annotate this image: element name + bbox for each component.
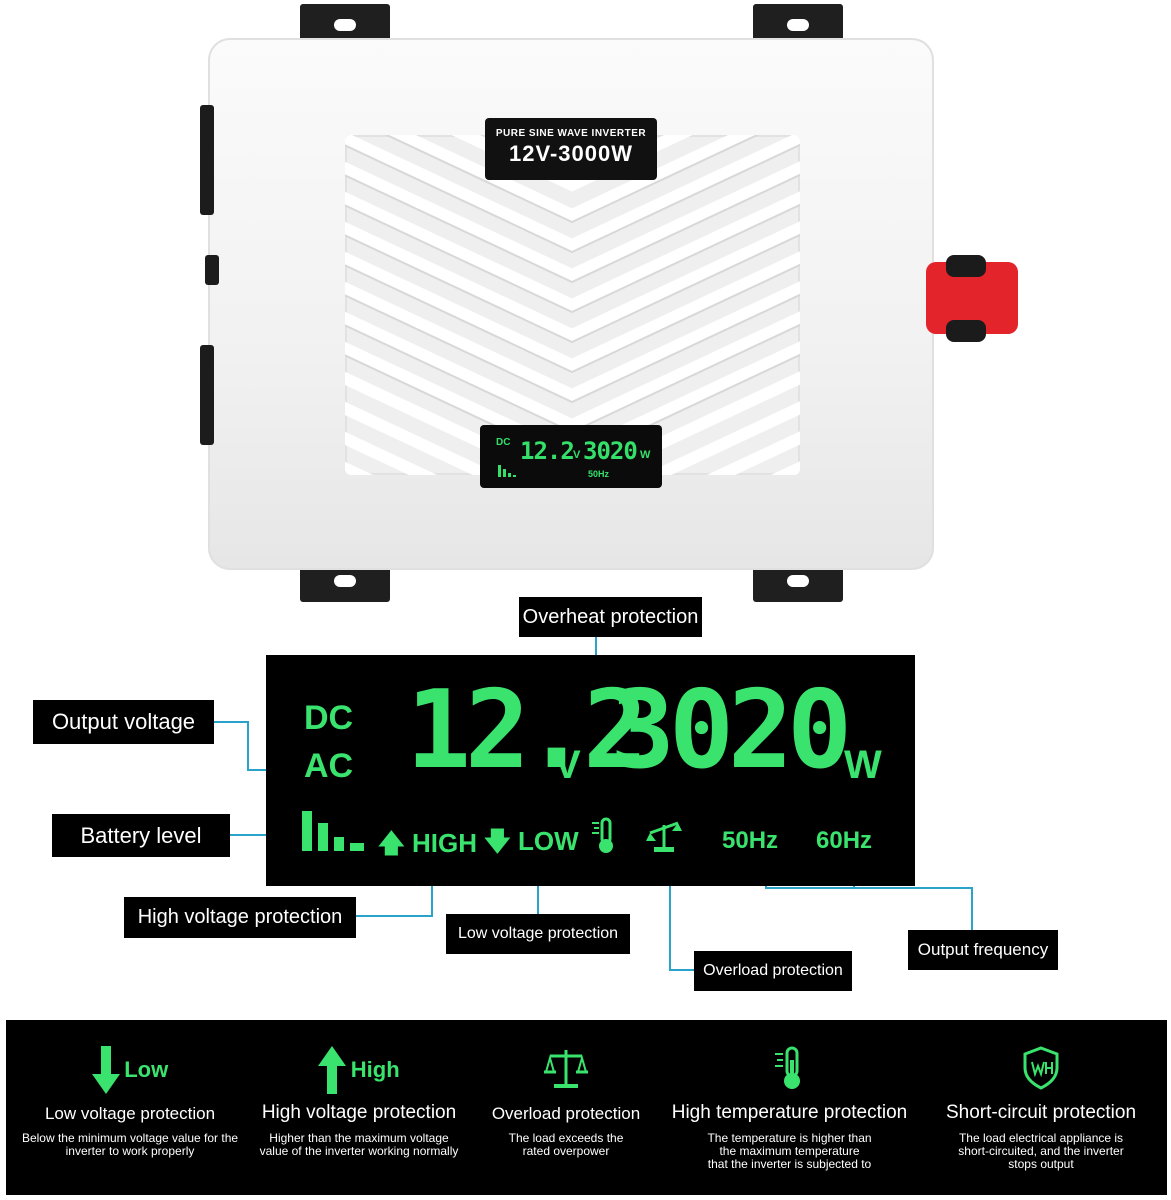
chevron-grille-pattern (345, 135, 800, 475)
lcd-voltage-value: 12.2 (406, 668, 648, 793)
lcd-ac-label: AC (304, 747, 354, 785)
lcd-dc-label: DC (304, 699, 354, 737)
legend-item-high-voltage: High High voltage protection Higher than… (249, 1020, 469, 1195)
lcd-power-unit: W (844, 743, 882, 787)
thermometer-icon (774, 1046, 800, 1089)
legend-item-overload: Overload protection The load exceeds the… (483, 1020, 649, 1195)
battery-level-bars-icon (302, 811, 364, 851)
callout-overload-protection: Overload protection (694, 951, 852, 991)
mini-battery-bars-icon (498, 465, 516, 477)
ventilation-grille (345, 135, 800, 475)
thermometer-icon (592, 817, 613, 853)
legend-description: Below the minimum voltage value for the … (21, 1131, 239, 1158)
lcd-50hz-label: 50Hz (722, 827, 779, 854)
lcd-high-indicator: 🡅 HIGH (378, 825, 477, 869)
lcd-low-indicator: 🡇 LOW (484, 823, 579, 867)
terminal-bolt-bottom (946, 320, 986, 342)
ac-socket-bottom (200, 345, 214, 445)
model-label-plate: PURE SINE WAVE INVERTER 12V-3000W (485, 118, 657, 180)
legend-description: The temperature is higher than the maxim… (707, 1131, 872, 1171)
power-switch[interactable] (205, 255, 219, 285)
legend-high-word: High (350, 1057, 400, 1082)
overload-scale-icon (544, 1050, 588, 1088)
lcd-power-value: 3020 (610, 668, 852, 793)
legend-title: Low voltage protection (44, 1104, 216, 1123)
lcd-low-label: LOW (517, 826, 579, 856)
callout-battery-level: Battery level (52, 814, 230, 857)
legend-item-high-temperature: High temperature protection The temperat… (662, 1020, 917, 1195)
callout-low-voltage-protection: Low voltage protection (446, 914, 630, 954)
arrow-up-icon: 🡅 (378, 828, 405, 858)
callout-overheat-protection: Overheat protection (519, 597, 702, 637)
mini-lcd-source: DC (496, 437, 511, 448)
legend-low-icon-group: Low (16, 1046, 244, 1094)
callout-output-voltage: Output voltage (33, 700, 214, 744)
plate-subtitle: PURE SINE WAVE INVERTER (495, 128, 647, 139)
protection-legend: Low Low voltage protection Below the min… (6, 1020, 1167, 1195)
legend-description: The load exceeds the rated overpower (508, 1131, 624, 1158)
legend-description: Higher than the maximum voltage value of… (259, 1131, 459, 1158)
mini-lcd-voltage: 12.2 (520, 437, 575, 465)
inverter-device: PURE SINE WAVE INVERTER 12V-3000W DC 12.… (200, 4, 1018, 602)
legend-item-short-circuit: Short-circuit protection The load electr… (928, 1020, 1154, 1195)
terminal-bolt-top (946, 255, 986, 277)
legend-title: Short-circuit protection (945, 1102, 1137, 1123)
mini-lcd-power-unit: W (640, 449, 651, 461)
shield-icon (1023, 1046, 1059, 1090)
lcd-60hz-label: 60Hz (816, 827, 873, 854)
lcd-diagram: DC AC 12.2 V 3020 W 🡅 HIGH 🡇 LOW 50Hz 60… (266, 655, 915, 886)
mini-lcd-voltage-unit: V (573, 449, 581, 461)
lcd-high-label: HIGH (411, 828, 477, 858)
overload-scale-icon (646, 821, 682, 852)
plate-model: 12V-3000W (509, 141, 633, 166)
device-lcd-display: DC 12.2 V 3020 W 50Hz (480, 425, 662, 488)
arrow-down-icon (91, 1046, 120, 1094)
ac-socket-top (200, 105, 214, 215)
callout-high-voltage-protection: High voltage protection (124, 897, 356, 938)
legend-high-icon-group: High (249, 1046, 469, 1094)
mini-lcd-frequency: 50Hz (588, 469, 610, 479)
legend-title: High temperature protection (671, 1102, 908, 1123)
mini-lcd-power: 3020 (583, 437, 638, 465)
legend-item-low-voltage: Low Low voltage protection Below the min… (16, 1020, 244, 1195)
callout-output-frequency: Output frequency (908, 930, 1058, 970)
legend-low-word: Low (124, 1057, 169, 1082)
lcd-voltage-unit: V (554, 743, 581, 787)
arrow-down-icon: 🡇 (484, 826, 511, 856)
arrow-up-icon (318, 1046, 347, 1094)
legend-description: The load electrical appliance is short-c… (958, 1131, 1124, 1171)
legend-title: High voltage protection (261, 1102, 457, 1123)
legend-title: Overload protection (491, 1104, 641, 1123)
